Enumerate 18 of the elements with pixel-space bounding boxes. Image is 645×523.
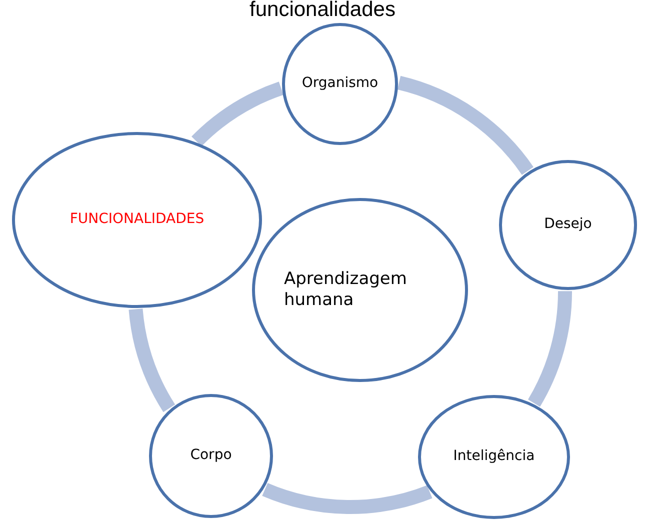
node-label: FUNCIONALIDADES	[70, 211, 204, 229]
ellipse-node	[418, 395, 570, 519]
ring-connector	[128, 308, 176, 412]
ring-connector	[192, 82, 284, 147]
ellipse-node	[282, 23, 398, 145]
ellipse-node	[499, 160, 637, 290]
ring-connector	[262, 482, 432, 514]
node-label: Inteligência	[453, 448, 535, 466]
ring-connector	[528, 290, 572, 406]
title: funcionalidades	[250, 0, 396, 21]
ellipse-node	[149, 394, 273, 518]
node-label: Corpo	[190, 447, 232, 465]
node-label: Aprendizagem humana	[284, 268, 408, 312]
ellipse-node	[252, 198, 468, 382]
ring-connector	[397, 76, 534, 176]
ellipse-node	[12, 132, 262, 308]
node-label: Organismo	[302, 75, 378, 93]
node-label: Desejo	[544, 216, 592, 234]
